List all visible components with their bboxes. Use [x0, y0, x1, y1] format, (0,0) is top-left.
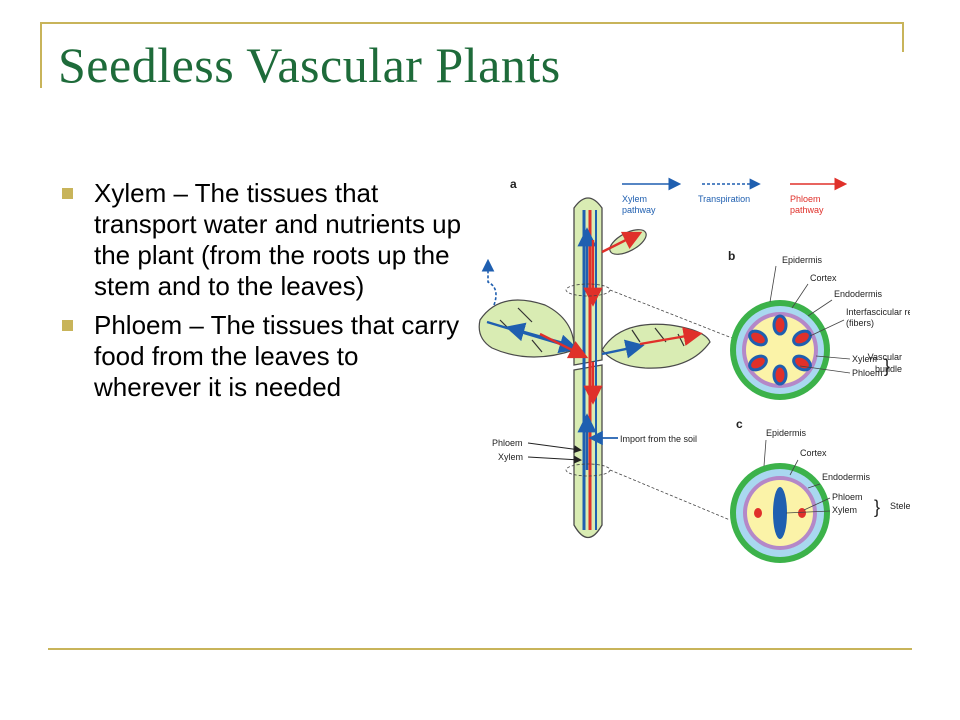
- slide-title: Seedless Vascular Plants: [58, 37, 561, 93]
- c-endodermis-label: Endodermis: [822, 472, 871, 482]
- leaf-left: [478, 299, 575, 358]
- bullet-list: Xylem – The tissues that transport water…: [58, 178, 468, 411]
- b-phloem-label: Phloem: [852, 368, 883, 378]
- bullet-xylem-text: Xylem – The tissues that transport water…: [94, 178, 462, 301]
- square-bullet-icon: [62, 320, 73, 331]
- legend-xylem-line1: Xylem: [622, 194, 647, 204]
- frame-right-rule: [902, 22, 904, 52]
- b-xylem-label: Xylem: [852, 354, 877, 364]
- panel-a-label: a: [510, 177, 517, 191]
- square-bullet-icon: [62, 188, 73, 199]
- panel-c-label: c: [736, 417, 743, 431]
- c-phloem-label: Phloem: [832, 492, 863, 502]
- bullet-phloem-text: Phloem – The tissues that carry food fro…: [94, 310, 460, 402]
- leaf-upper-right: [609, 229, 647, 255]
- frame-top-rule: [40, 22, 904, 24]
- b-interfascicular-label-2: (fibers): [846, 318, 874, 328]
- leaf-right: [601, 323, 711, 369]
- b-vascular-label: Vascular: [868, 352, 902, 362]
- panel-b-label: b: [728, 249, 735, 263]
- stem-cross-section-b: [730, 300, 830, 400]
- transpiration-arrow: [481, 258, 497, 306]
- c-cortex-label: Cortex: [800, 448, 827, 458]
- frame-bottom-rule: [48, 648, 912, 650]
- b-interfascicular-label-1: Interfascicular region: [846, 307, 910, 317]
- bullet-xylem: Xylem – The tissues that transport water…: [58, 178, 468, 302]
- legend-phloem-line1: Phloem: [790, 194, 821, 204]
- svg-text:}: }: [874, 497, 880, 517]
- root-cross-section-c: [730, 463, 830, 563]
- import-from-soil-label: Import from the soil: [620, 434, 697, 444]
- legend-xylem-line2: pathway: [622, 205, 656, 215]
- c-stele-label: Stele: [890, 501, 910, 511]
- legend-transpiration: Transpiration: [698, 194, 750, 204]
- b-bundle-label: bundle: [875, 364, 902, 374]
- c-epidermis-label: Epidermis: [766, 428, 807, 438]
- svg-text:}: }: [884, 356, 890, 376]
- c-xylem-label: Xylem: [832, 505, 857, 515]
- stem-phloem-label: Phloem: [492, 438, 523, 448]
- b-epidermis-label: Epidermis: [782, 255, 823, 265]
- bullet-phloem: Phloem – The tissues that carry food fro…: [58, 310, 468, 403]
- plant-illustration: [478, 197, 711, 539]
- legend-phloem-line2: pathway: [790, 205, 824, 215]
- vascular-plant-diagram: a b c Xylem pathway Transpiration Phloem…: [478, 177, 910, 563]
- b-cortex-label: Cortex: [810, 273, 837, 283]
- stem-xylem-label: Xylem: [498, 452, 523, 462]
- frame-left-rule: [40, 22, 42, 88]
- b-endodermis-label: Endodermis: [834, 289, 883, 299]
- legend: Xylem pathway Transpiration Phloem pathw…: [622, 177, 848, 215]
